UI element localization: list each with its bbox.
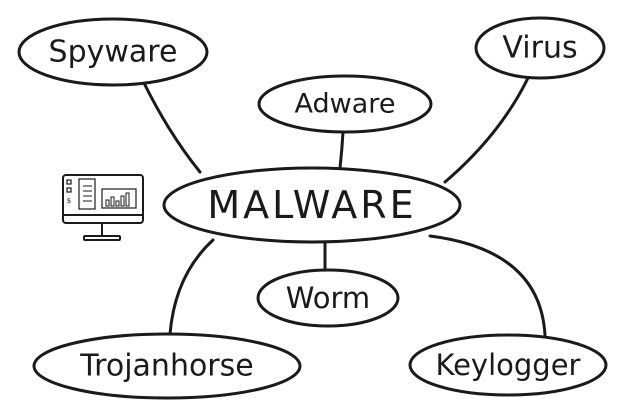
center-label: MALWARE [207,183,416,227]
node-label: Trojanhorse [79,349,253,384]
node-label: Spyware [49,35,178,70]
node-spyware: Spyware [17,17,209,87]
node-label: Worm [286,281,370,315]
node-malware-center: MALWARE [162,166,462,244]
link-keylogger [428,234,547,337]
link-trojanhorse [168,238,215,336]
node-worm: Worm [256,268,400,328]
node-label: Virus [502,31,577,66]
computer-monitor-icon: $ [62,174,144,241]
link-adware [338,130,345,170]
link-spyware [143,83,202,174]
node-adware: Adware [257,74,433,134]
node-virus: Virus [474,16,606,80]
link-virus [443,76,530,184]
node-trojanhorse: Trojanhorse [32,332,302,400]
node-keylogger: Keylogger [408,333,608,397]
node-label: Keylogger [436,348,581,382]
dollar-sign: $ [67,197,71,205]
node-label: Adware [295,89,396,120]
